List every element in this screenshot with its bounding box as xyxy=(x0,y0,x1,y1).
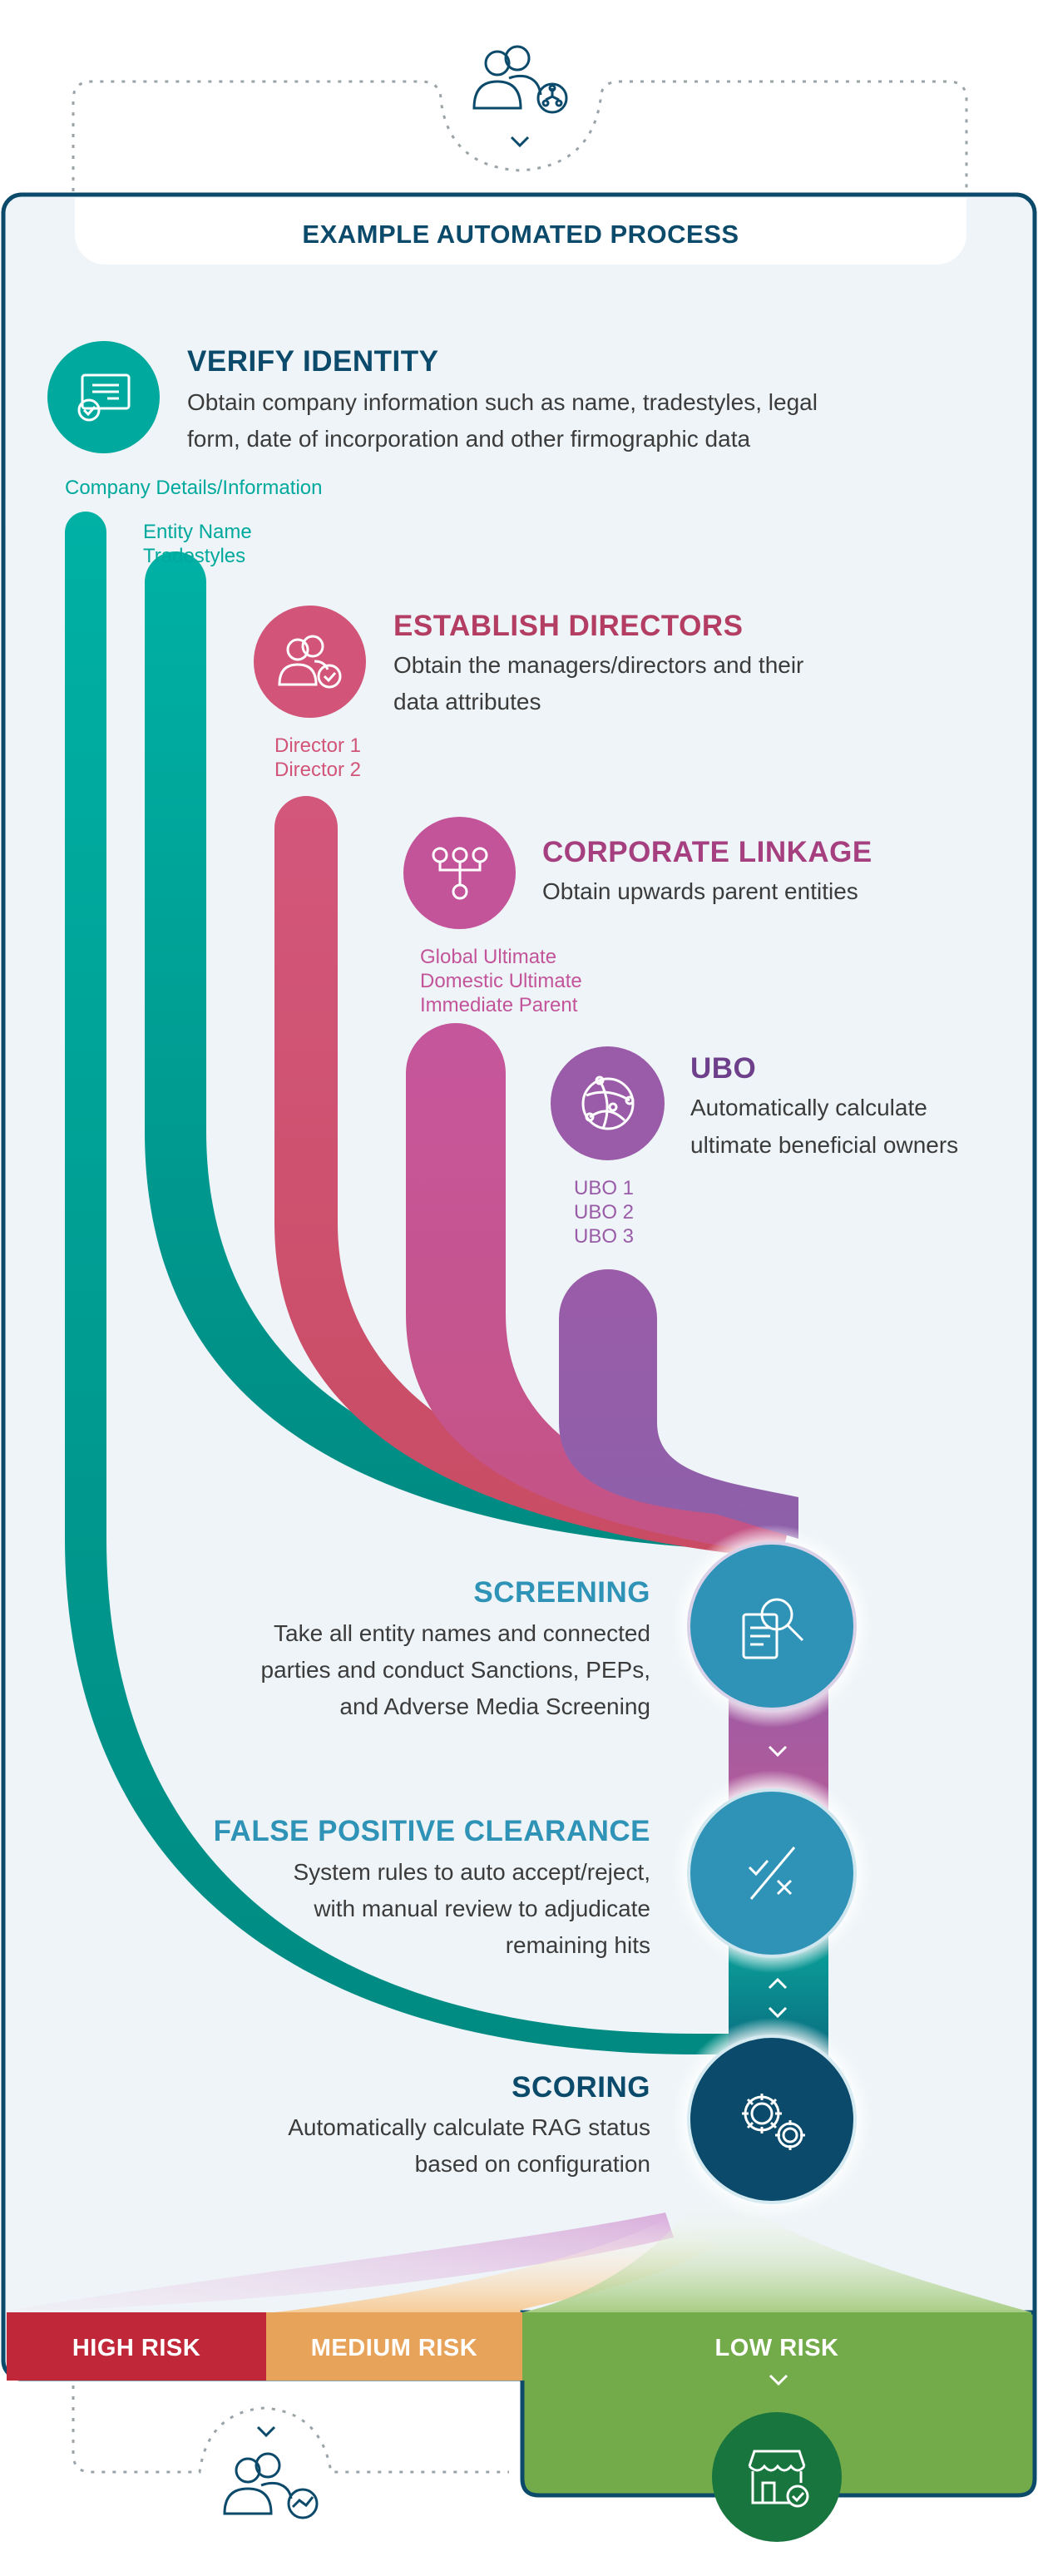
directors-tag-1: Director 1 xyxy=(274,734,362,757)
users-hierarchy-icon xyxy=(466,40,576,116)
low-risk-badge xyxy=(712,2412,842,2542)
verify-identity-badge xyxy=(47,341,160,453)
verify-identity-desc-2: form, date of incorporation and other fi… xyxy=(187,426,751,452)
scoring-desc-2: based on configuration xyxy=(414,2151,650,2177)
verify-identity-desc-1: Obtain company information such as name,… xyxy=(187,389,818,415)
gears-icon xyxy=(742,2094,805,2150)
false-positive-desc-1: System rules to auto accept/reject, xyxy=(293,1859,650,1885)
low-risk-label: LOW RISK xyxy=(714,2335,839,2361)
medium-risk-label: MEDIUM RISK xyxy=(310,2335,478,2361)
ubo-tag-2: UBO 2 xyxy=(574,1201,635,1224)
directors-title: ESTABLISH DIRECTORS xyxy=(393,610,744,642)
ubo-desc-1: Automatically calculate xyxy=(690,1095,927,1120)
scoring-badge xyxy=(687,2035,857,2204)
screening-desc-2: parties and conduct Sanctions, PEPs, xyxy=(260,1657,651,1683)
user-check-icon xyxy=(277,635,341,688)
ubo-tag-1: UBO 1 xyxy=(574,1177,635,1199)
linkage-tag-1: Global Ultimate xyxy=(420,946,557,968)
screening-desc-3: and Adverse Media Screening xyxy=(339,1693,650,1719)
directors-desc-2: data attributes xyxy=(393,689,541,714)
org-chart-icon xyxy=(432,847,487,899)
directors-tag-2: Director 2 xyxy=(274,759,362,781)
linkage-badge xyxy=(403,817,516,929)
store-check-icon xyxy=(748,2450,809,2508)
high-risk-label: HIGH RISK xyxy=(72,2335,201,2361)
panel-title: EXAMPLE AUTOMATED PROCESS xyxy=(75,198,966,265)
check-cross-icon xyxy=(748,1847,796,1900)
screening-title: SCREENING xyxy=(473,1576,650,1609)
document-search-icon xyxy=(742,1598,804,1659)
ubo-tag-3: UBO 3 xyxy=(574,1225,635,1248)
scoring-desc-1: Automatically calculate RAG status xyxy=(288,2114,650,2140)
directors-badge xyxy=(254,606,366,718)
ubo-title: UBO xyxy=(690,1052,757,1085)
users-trend-icon xyxy=(218,2445,328,2522)
false-positive-badge xyxy=(687,1788,857,1958)
linkage-desc-1: Obtain upwards parent entities xyxy=(542,878,858,904)
verify-tag-tradestyles: Tradestyles xyxy=(143,545,246,567)
screening-desc-1: Take all entity names and connected xyxy=(274,1620,650,1646)
false-positive-desc-2: with manual review to adjudicate xyxy=(314,1896,650,1921)
verify-identity-title: VERIFY IDENTITY xyxy=(187,345,439,378)
ubo-desc-2: ultimate beneficial owners xyxy=(690,1132,959,1158)
network-globe-icon xyxy=(581,1075,634,1130)
certificate-icon xyxy=(77,373,130,421)
directors-desc-1: Obtain the managers/directors and their xyxy=(393,652,804,678)
ubo-badge xyxy=(551,1046,665,1160)
verify-tag-company: Company Details/Information xyxy=(65,477,323,499)
false-positive-desc-3: remaining hits xyxy=(505,1932,650,1958)
linkage-tag-2: Domestic Ultimate xyxy=(420,970,582,992)
linkage-tag-3: Immediate Parent xyxy=(420,994,578,1016)
screening-badge xyxy=(687,1541,857,1711)
linkage-title: CORPORATE LINKAGE xyxy=(542,836,872,868)
scoring-title: SCORING xyxy=(512,2071,650,2104)
false-positive-title: FALSE POSITIVE CLEARANCE xyxy=(213,1815,650,1847)
verify-tag-entity: Entity Name xyxy=(143,521,252,543)
